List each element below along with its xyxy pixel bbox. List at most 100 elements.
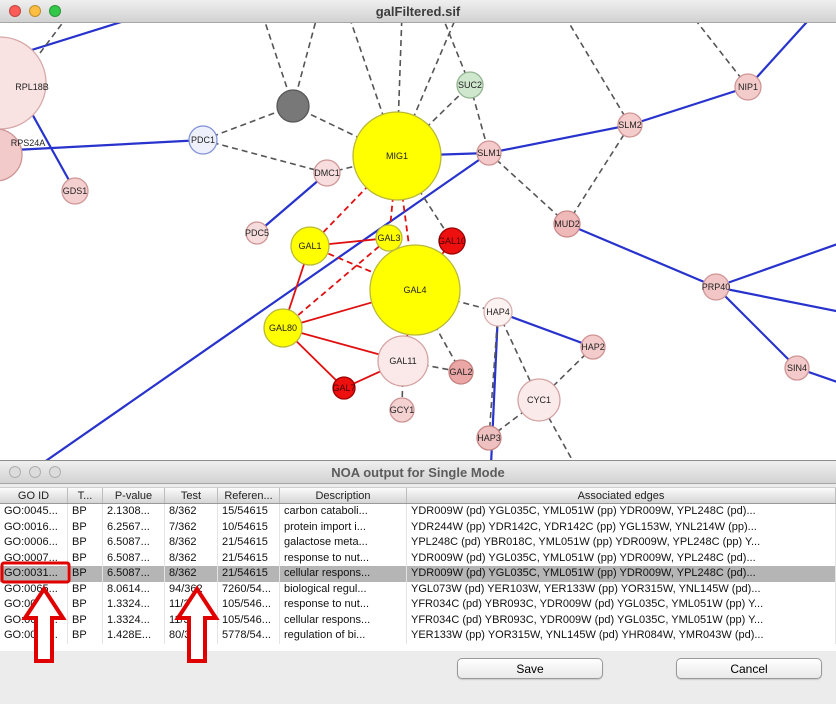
- network-edge[interactable]: [262, 23, 294, 107]
- network-edge[interactable]: [566, 222, 717, 289]
- node-rpl18b[interactable]: [0, 36, 47, 130]
- table-cell: 8/362: [165, 550, 218, 566]
- column-header-p-value[interactable]: P-value: [103, 488, 165, 503]
- network-edge[interactable]: [715, 241, 836, 289]
- node-sin4[interactable]: [784, 355, 810, 381]
- cancel-button[interactable]: Cancel: [676, 658, 822, 679]
- network-edge[interactable]: [488, 311, 499, 439]
- node-label: GAL4: [403, 285, 426, 295]
- network-window-titlebar[interactable]: galFiltered.sif: [0, 0, 836, 23]
- node-gal4[interactable]: [369, 244, 461, 336]
- table-cell: 2.1308...: [103, 504, 165, 520]
- network-edge[interactable]: [282, 237, 390, 329]
- window-controls: [9, 466, 61, 478]
- table-cell: cellular respons...: [280, 612, 407, 628]
- node-gds1[interactable]: [61, 177, 89, 205]
- column-header-test[interactable]: Test: [165, 488, 218, 503]
- table-cell: 1.3324...: [103, 597, 165, 613]
- column-header-go-id[interactable]: GO ID: [0, 488, 68, 503]
- network-edge[interactable]: [396, 84, 471, 157]
- table-cell: GO:0009...: [0, 597, 68, 613]
- node-slm1[interactable]: [476, 140, 502, 166]
- node-hap2[interactable]: [580, 334, 606, 360]
- node-gal80[interactable]: [263, 308, 303, 348]
- network-edge[interactable]: [747, 23, 815, 88]
- node-gal7[interactable]: [332, 376, 356, 400]
- column-header-t[interactable]: T...: [68, 488, 103, 503]
- table-cell: biological regul...: [280, 581, 407, 597]
- network-edge[interactable]: [488, 123, 631, 155]
- network-edge[interactable]: [690, 23, 749, 88]
- node-label: RPL18B: [15, 82, 49, 92]
- network-edge[interactable]: [202, 139, 328, 174]
- column-header-description[interactable]: Description: [280, 488, 407, 503]
- node-pdc5[interactable]: [245, 221, 269, 245]
- node-gal11[interactable]: [377, 335, 429, 387]
- close-button[interactable]: [9, 5, 21, 17]
- node-hap3[interactable]: [476, 425, 502, 451]
- table-cell: GO:0016...: [0, 519, 68, 535]
- network-edge[interactable]: [256, 172, 328, 234]
- save-button[interactable]: Save: [457, 658, 603, 679]
- node-nip1[interactable]: [734, 73, 762, 101]
- node-pdc1[interactable]: [188, 125, 218, 155]
- node-slm2[interactable]: [617, 112, 643, 138]
- network-edge[interactable]: [0, 138, 204, 152]
- node-suc2[interactable]: [456, 71, 484, 99]
- node-label: GAL11: [389, 356, 416, 366]
- column-header-referen[interactable]: Referen...: [218, 488, 280, 503]
- minimize-button[interactable]: [29, 5, 41, 17]
- node-hap4[interactable]: [483, 297, 513, 327]
- network-edge[interactable]: [563, 23, 631, 126]
- node-gal10[interactable]: [438, 227, 466, 255]
- minimize-button[interactable]: [29, 466, 41, 478]
- network-edge[interactable]: [488, 152, 568, 225]
- network-edge[interactable]: [292, 23, 318, 107]
- node-label: RPS24A: [11, 138, 46, 148]
- node-gcy1[interactable]: [389, 397, 415, 423]
- node-gal3[interactable]: [375, 224, 403, 252]
- node-label: GDS1: [63, 186, 88, 196]
- close-button[interactable]: [9, 466, 21, 478]
- network-edge[interactable]: [497, 310, 594, 349]
- network-edge[interactable]: [40, 152, 490, 460]
- table-cell: 10/54615: [218, 519, 280, 535]
- node-mig1[interactable]: [352, 111, 442, 201]
- noa-window-titlebar[interactable]: NOA output for Single Mode: [0, 461, 836, 484]
- network-edge[interactable]: [715, 285, 836, 313]
- node-gal1[interactable]: [290, 226, 330, 266]
- table-cell: BP: [68, 566, 103, 582]
- table-cell: response to nut...: [280, 550, 407, 566]
- node-cyc1[interactable]: [517, 378, 561, 422]
- maximize-button[interactable]: [49, 466, 61, 478]
- node-rps24a[interactable]: [0, 128, 23, 182]
- maximize-button[interactable]: [49, 5, 61, 17]
- table-cell: GO:0007...: [0, 550, 68, 566]
- network-edge[interactable]: [396, 155, 453, 242]
- node-label: PRP40: [702, 282, 731, 292]
- table-cell: 80/362: [165, 628, 218, 644]
- network-edge[interactable]: [715, 286, 798, 369]
- network-edge[interactable]: [566, 124, 631, 225]
- column-header-associated-edges[interactable]: Associated edges: [407, 488, 836, 503]
- node-mud2[interactable]: [553, 210, 581, 238]
- table-cell: 6.2567...: [103, 519, 165, 535]
- node-prp40[interactable]: [702, 273, 730, 301]
- node-dmc1[interactable]: [313, 159, 341, 187]
- node-gal2[interactable]: [448, 359, 474, 385]
- network-edge[interactable]: [629, 85, 749, 127]
- table-cell: 8/362: [165, 504, 218, 520]
- node-unlabeled[interactable]: [276, 89, 310, 123]
